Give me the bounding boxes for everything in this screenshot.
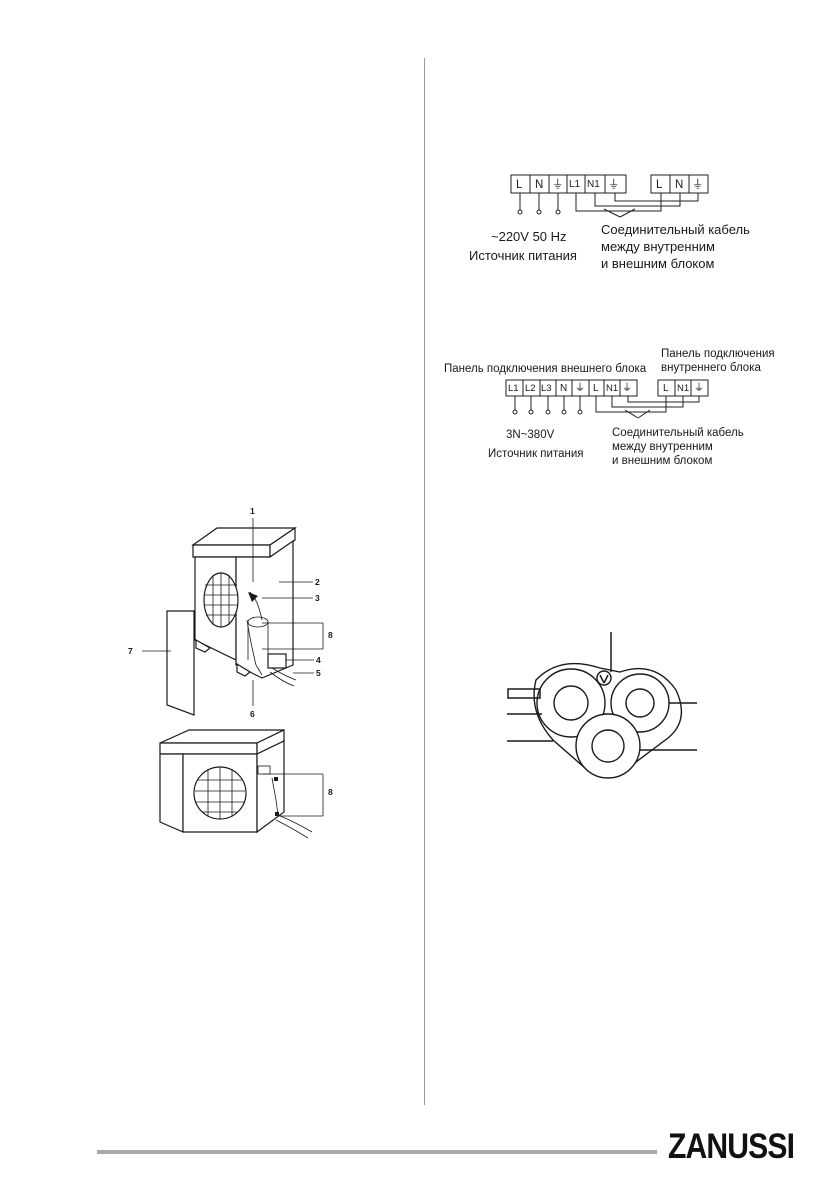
footer-rule [97,1150,657,1154]
brand-logo: ZANUSSI [668,1127,795,1166]
outdoor-panel-label: Панель подключения внешнего блока [444,363,647,375]
cable-label: и внешним блоком [612,455,713,467]
terminal-label: L1 [569,179,581,190]
terminal-label: L [516,179,523,191]
single-phase-wiring-svg [510,174,709,218]
cable-label: и внешним блоком [601,256,715,271]
callout-8-lower: 8 [328,787,333,797]
indoor-panel-label: Панель подключения [661,348,775,360]
terminal-label: N [560,383,568,394]
pipe-bundle-svg [507,632,697,779]
callout-7: 7 [128,646,133,656]
supply-voltage: ~220V 50 Hz [491,229,567,244]
terminal-label: L [656,179,663,191]
terminal-label: N1 [606,383,619,394]
cable-label: между внутренним [612,441,713,453]
ground-icon: ⏚ [694,383,704,394]
terminal-label: L [663,383,669,394]
three-phase-wiring-svg [505,379,709,419]
terminal-label: L1 [508,383,519,394]
terminal-label: N [675,179,684,191]
terminal-label: N1 [587,179,600,190]
callout-3: 3 [315,593,320,603]
terminal-label: N1 [677,383,690,394]
callout-4: 4 [316,655,321,665]
cable-label: между внутренним [601,239,715,254]
callout-5: 5 [316,668,321,678]
terminal-label: L2 [525,383,536,394]
callout-1: 1 [250,506,255,516]
ground-icon: ⏚ [552,179,564,191]
terminal-label: L [593,383,599,394]
terminal-label: L3 [541,383,552,394]
outdoor-unit-rear-svg [159,729,324,839]
ground-icon: ⏚ [608,179,620,191]
cable-label: Соединительный кабель [601,222,750,237]
callout-2: 2 [315,577,320,587]
supply-label: Источник питания [469,248,577,263]
indoor-panel-label: внутреннего блока [661,362,761,374]
column-divider [424,58,425,1105]
outdoor-unit-front-svg [142,518,324,716]
ground-icon: ⏚ [622,383,632,394]
supply-label: Источник питания [488,448,584,460]
ground-icon: ⏚ [575,383,585,394]
terminal-block-outdoor [510,174,627,194]
terminal-label: N [535,179,544,191]
callout-8: 8 [328,630,333,640]
cable-label: Соединительный кабель [612,427,744,439]
supply-voltage: 3N~380V [506,429,555,441]
ground-icon: ⏚ [692,179,704,191]
callout-6: 6 [250,709,255,719]
